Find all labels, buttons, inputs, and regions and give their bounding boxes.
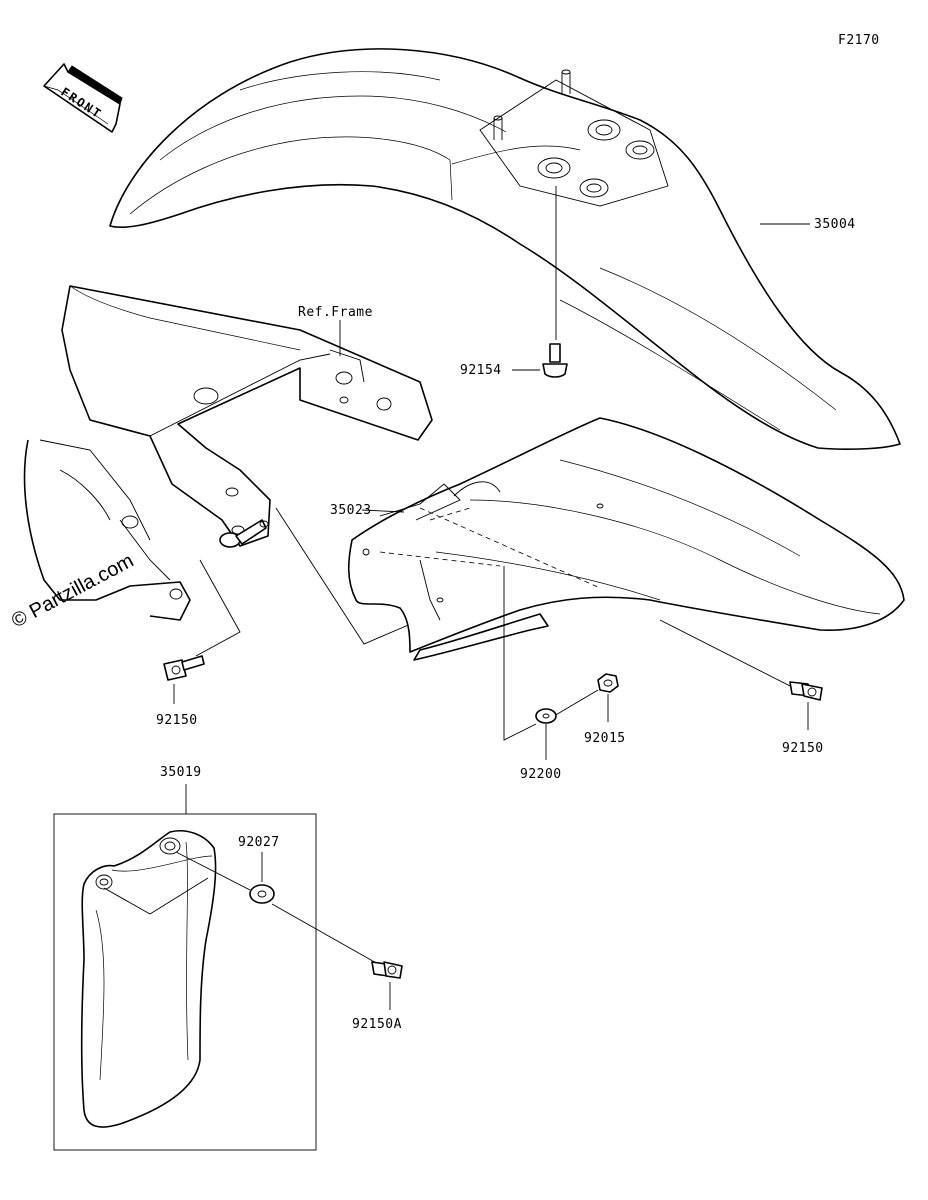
front-fender-35004 [109, 48, 901, 450]
fender-35023 [347, 417, 905, 661]
callout-92150-left: 92150 [156, 713, 198, 728]
kit-box-35019 [53, 813, 317, 1151]
callout-35023: 35023 [330, 503, 372, 518]
washer-92027-icon [249, 884, 275, 904]
bolt-92154-icon [542, 343, 568, 378]
bolt-92150-right-icon [789, 681, 823, 701]
callout-35004: 35004 [814, 217, 856, 232]
bolt-92150a-icon [371, 961, 403, 979]
callout-92154: 92154 [460, 363, 502, 378]
figure-code: F2170 [838, 33, 880, 48]
ref-frame-label: Ref.Frame [298, 305, 373, 320]
nut-92015-icon [597, 673, 619, 693]
bolt-92150-left-icon [163, 655, 205, 681]
spacer-left-icon [219, 519, 269, 548]
callout-92150a: 92150A [352, 1017, 402, 1032]
callout-92150-right: 92150 [782, 741, 824, 756]
washer-92200-icon [535, 708, 557, 724]
callout-92200: 92200 [520, 767, 562, 782]
front-arrow-icon: FRONT [43, 63, 123, 133]
callout-92027: 92027 [238, 835, 280, 850]
frame-reference [23, 285, 433, 621]
rear-guard-35019 [80, 830, 217, 1128]
callout-35019: 35019 [160, 765, 202, 780]
callout-92015: 92015 [584, 731, 626, 746]
